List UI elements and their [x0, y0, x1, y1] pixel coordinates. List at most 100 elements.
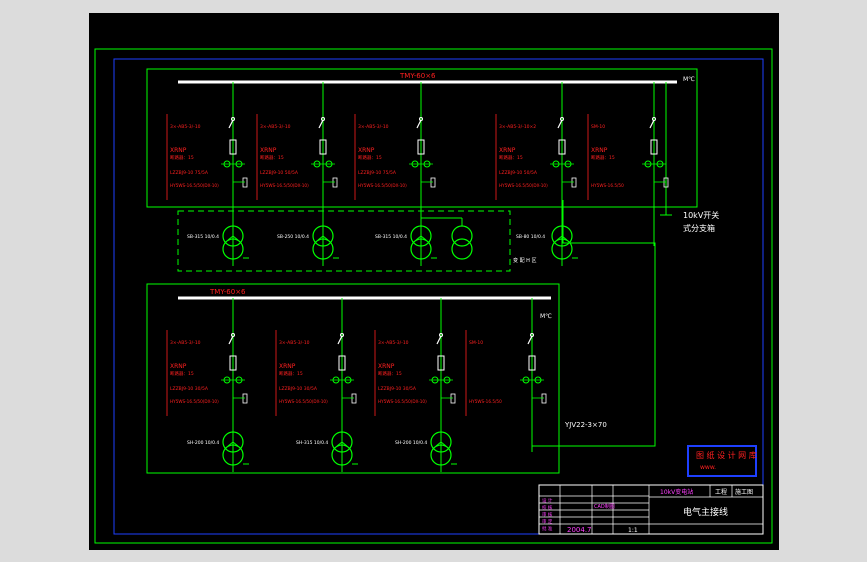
lower-feeder-0-fuse [229, 355, 237, 371]
lower-feeder-3-arrester [541, 393, 547, 404]
switchbox-label-1: 10kV开关 [683, 210, 719, 220]
lower-bus-tag: M℃ [540, 313, 552, 320]
upper-feeder-4-label-0: SM-10 [591, 124, 605, 130]
upper-feeder-2-label-3: LZZBJ9-10 75/5A [358, 170, 397, 176]
upper-feeder-0-label-4: HY5WS-16.5/50(DX-10) [170, 183, 219, 188]
upper-feeder-3-disconnect [557, 119, 563, 129]
switchbox-label-2: 式分支箱 [683, 223, 715, 233]
lower-switchgear-enclosure [146, 283, 560, 474]
lower-feeder-0-label-0: 3×-AB5-3/-10 [170, 340, 201, 346]
lower-feeder-0-transformer-secondary [222, 444, 244, 466]
lower-feeder-2-label-4: HY5WS-16.5/50(DX-10) [378, 399, 427, 404]
upper-feeder-0-label-3: LZZBJ9-10 75/5A [170, 170, 209, 176]
tb-drawing-title: 电气主接线 [683, 506, 728, 518]
lower-feeder-0-label-2: 断路器：15 [170, 370, 194, 377]
sheet-border-outer [94, 48, 773, 544]
upper-feeder-1-label-0: 3×-AB5-3/-10 [260, 124, 291, 130]
lower-feeder-0-tx-y2 [227, 441, 234, 447]
upper-feeder-0-tx-y2 [227, 235, 234, 241]
upper-feeder-2-label-0: 3×-AB5-3/-10 [358, 124, 389, 130]
tb-stage: 工程 [715, 488, 727, 496]
upper-feeder-1-label-3: LZZBJ9-10 50/5A [260, 170, 299, 176]
upper-feeder-0-fuse [229, 139, 237, 155]
lower-feeder-1-transformer-primary [331, 431, 353, 453]
upper-feeder-2-label-2: 断路器：15 [358, 154, 382, 161]
upper-feeder-0-label-2: 断路器：15 [170, 154, 194, 161]
lower-feeder-2-label-0: 3×-AB5-3/-10 [378, 340, 409, 346]
upper-feeder-1-tx-label: SB-250 10/0.4 [277, 234, 309, 240]
lower-feeder-2-transformer-primary [430, 431, 452, 453]
lower-feeder-1-tx-y3 [341, 441, 348, 447]
upper-feeder-4-arrester [663, 177, 669, 188]
upper-extra-transformer-secondary [451, 238, 473, 260]
upper-feeder-1-fuse [319, 139, 327, 155]
upper-feeder-4-fuse [650, 139, 658, 155]
lower-feeder-2-tx-y3 [440, 441, 447, 447]
upper-feeder-0-disconnect [228, 119, 234, 129]
upper-feeder-3-arrester [571, 177, 577, 188]
lower-feeder-1-contact [340, 333, 344, 337]
lower-feeder-0-label-1: XRNP [170, 363, 187, 370]
upper-feeder-0-tx-y3 [232, 235, 239, 241]
upper-feeder-3-label-2: 断路器：15 [499, 154, 523, 161]
upper-feeder-1-contact [321, 117, 325, 121]
upper-feeder-0-transformer-primary [222, 225, 244, 247]
lower-feeder-3-label-4: HY5WS-16.5/50 [469, 399, 502, 404]
lower-feeder-2-label-3: LZZBJ9-10 30/5A [378, 386, 417, 392]
lower-feeder-3-disconnect [527, 335, 533, 345]
upper-feeder-0-contact [231, 117, 235, 121]
upper-feeder-3-label-3: LZZBJ9-10 50/5A [499, 170, 538, 176]
lower-feeder-2-disconnect [436, 335, 442, 345]
upper-feeder-3-fuse [558, 139, 566, 155]
upper-feeder-0-label-1: XRNP [170, 147, 187, 154]
upper-feeder-4-label-4: HY5WS-16.5/50 [591, 183, 624, 188]
lower-feeder-3-fuse [528, 355, 536, 371]
upper-feeder-3-label-4: HY5WS-16.5/50(DX-10) [499, 183, 548, 188]
tb-row-4: 批 准 [542, 525, 553, 532]
lower-feeder-1-arrester [351, 393, 357, 404]
tb-row-2: 审 核 [542, 511, 553, 518]
upper-feeder-2-disconnect [416, 119, 422, 129]
stamp-text-2: www. [700, 464, 716, 471]
tb-row-1: 校 核 [542, 504, 553, 511]
lower-feeder-1-transformer-secondary [331, 444, 353, 466]
lower-feeder-2-label-1: XRNP [378, 363, 395, 370]
lower-feeder-3-contact [530, 333, 534, 337]
upper-feeder-4-label-1: XRNP [591, 147, 608, 154]
lower-feeder-0-arrester [242, 393, 248, 404]
upper-feeder-2-contact [419, 117, 423, 121]
upper-feeder-3-tx-y3 [561, 235, 568, 241]
upper-bus-tag: M℃ [683, 76, 695, 83]
tb-project: 10kV变电站 [660, 488, 693, 496]
lower-feeder-0-contact [231, 333, 235, 337]
lower-feeder-1-tx-label: SH-315 10/0.4 [296, 440, 328, 446]
lower-feeder-1-label-0: 3×-AB5-3/-10 [279, 340, 310, 346]
upper-feeder-2-label-4: HY5WS-16.5/50(DX-10) [358, 183, 407, 188]
upper-feeder-2-fuse [417, 139, 425, 155]
upper-feeder-1-transformer-primary [312, 225, 334, 247]
drawing-background [89, 13, 779, 550]
lower-feeder-2-transformer-secondary [430, 444, 452, 466]
upper-feeder-2-tx-y2 [415, 235, 422, 241]
upper-feeder-2-arrester [430, 177, 436, 188]
lower-feeder-2-arrester [450, 393, 456, 404]
lower-feeder-0-tx-y3 [232, 441, 239, 447]
upper-feeder-0-label-0: 3×-AB5-3/-10 [170, 124, 201, 130]
upper-feeder-2-transformer-secondary [410, 238, 432, 260]
lower-feeder-2-contact [439, 333, 443, 337]
lower-feeder-2-label-2: 断路器：15 [378, 370, 402, 377]
upper-feeder-0-transformer-secondary [222, 238, 244, 260]
upper-feeder-2-tx-y3 [420, 235, 427, 241]
transformer-room-tag: 变 配 H 区 [513, 257, 537, 264]
upper-feeder-0-tx-label: SB-315 10/0.4 [187, 234, 219, 240]
stamp-text-1: 图 纸 设 计 网 库 [696, 450, 757, 460]
lower-feeder-3-label-0: SM-10 [469, 340, 483, 346]
upper-feeder-0-arrester [242, 177, 248, 188]
upper-busbar-label: TMY-60×6 [399, 72, 436, 80]
upper-feeder-1-tx-y2 [317, 235, 324, 241]
upper-feeder-1-label-4: HY5WS-16.5/50(DX-10) [260, 183, 309, 188]
sheet-border-inner [113, 58, 764, 535]
